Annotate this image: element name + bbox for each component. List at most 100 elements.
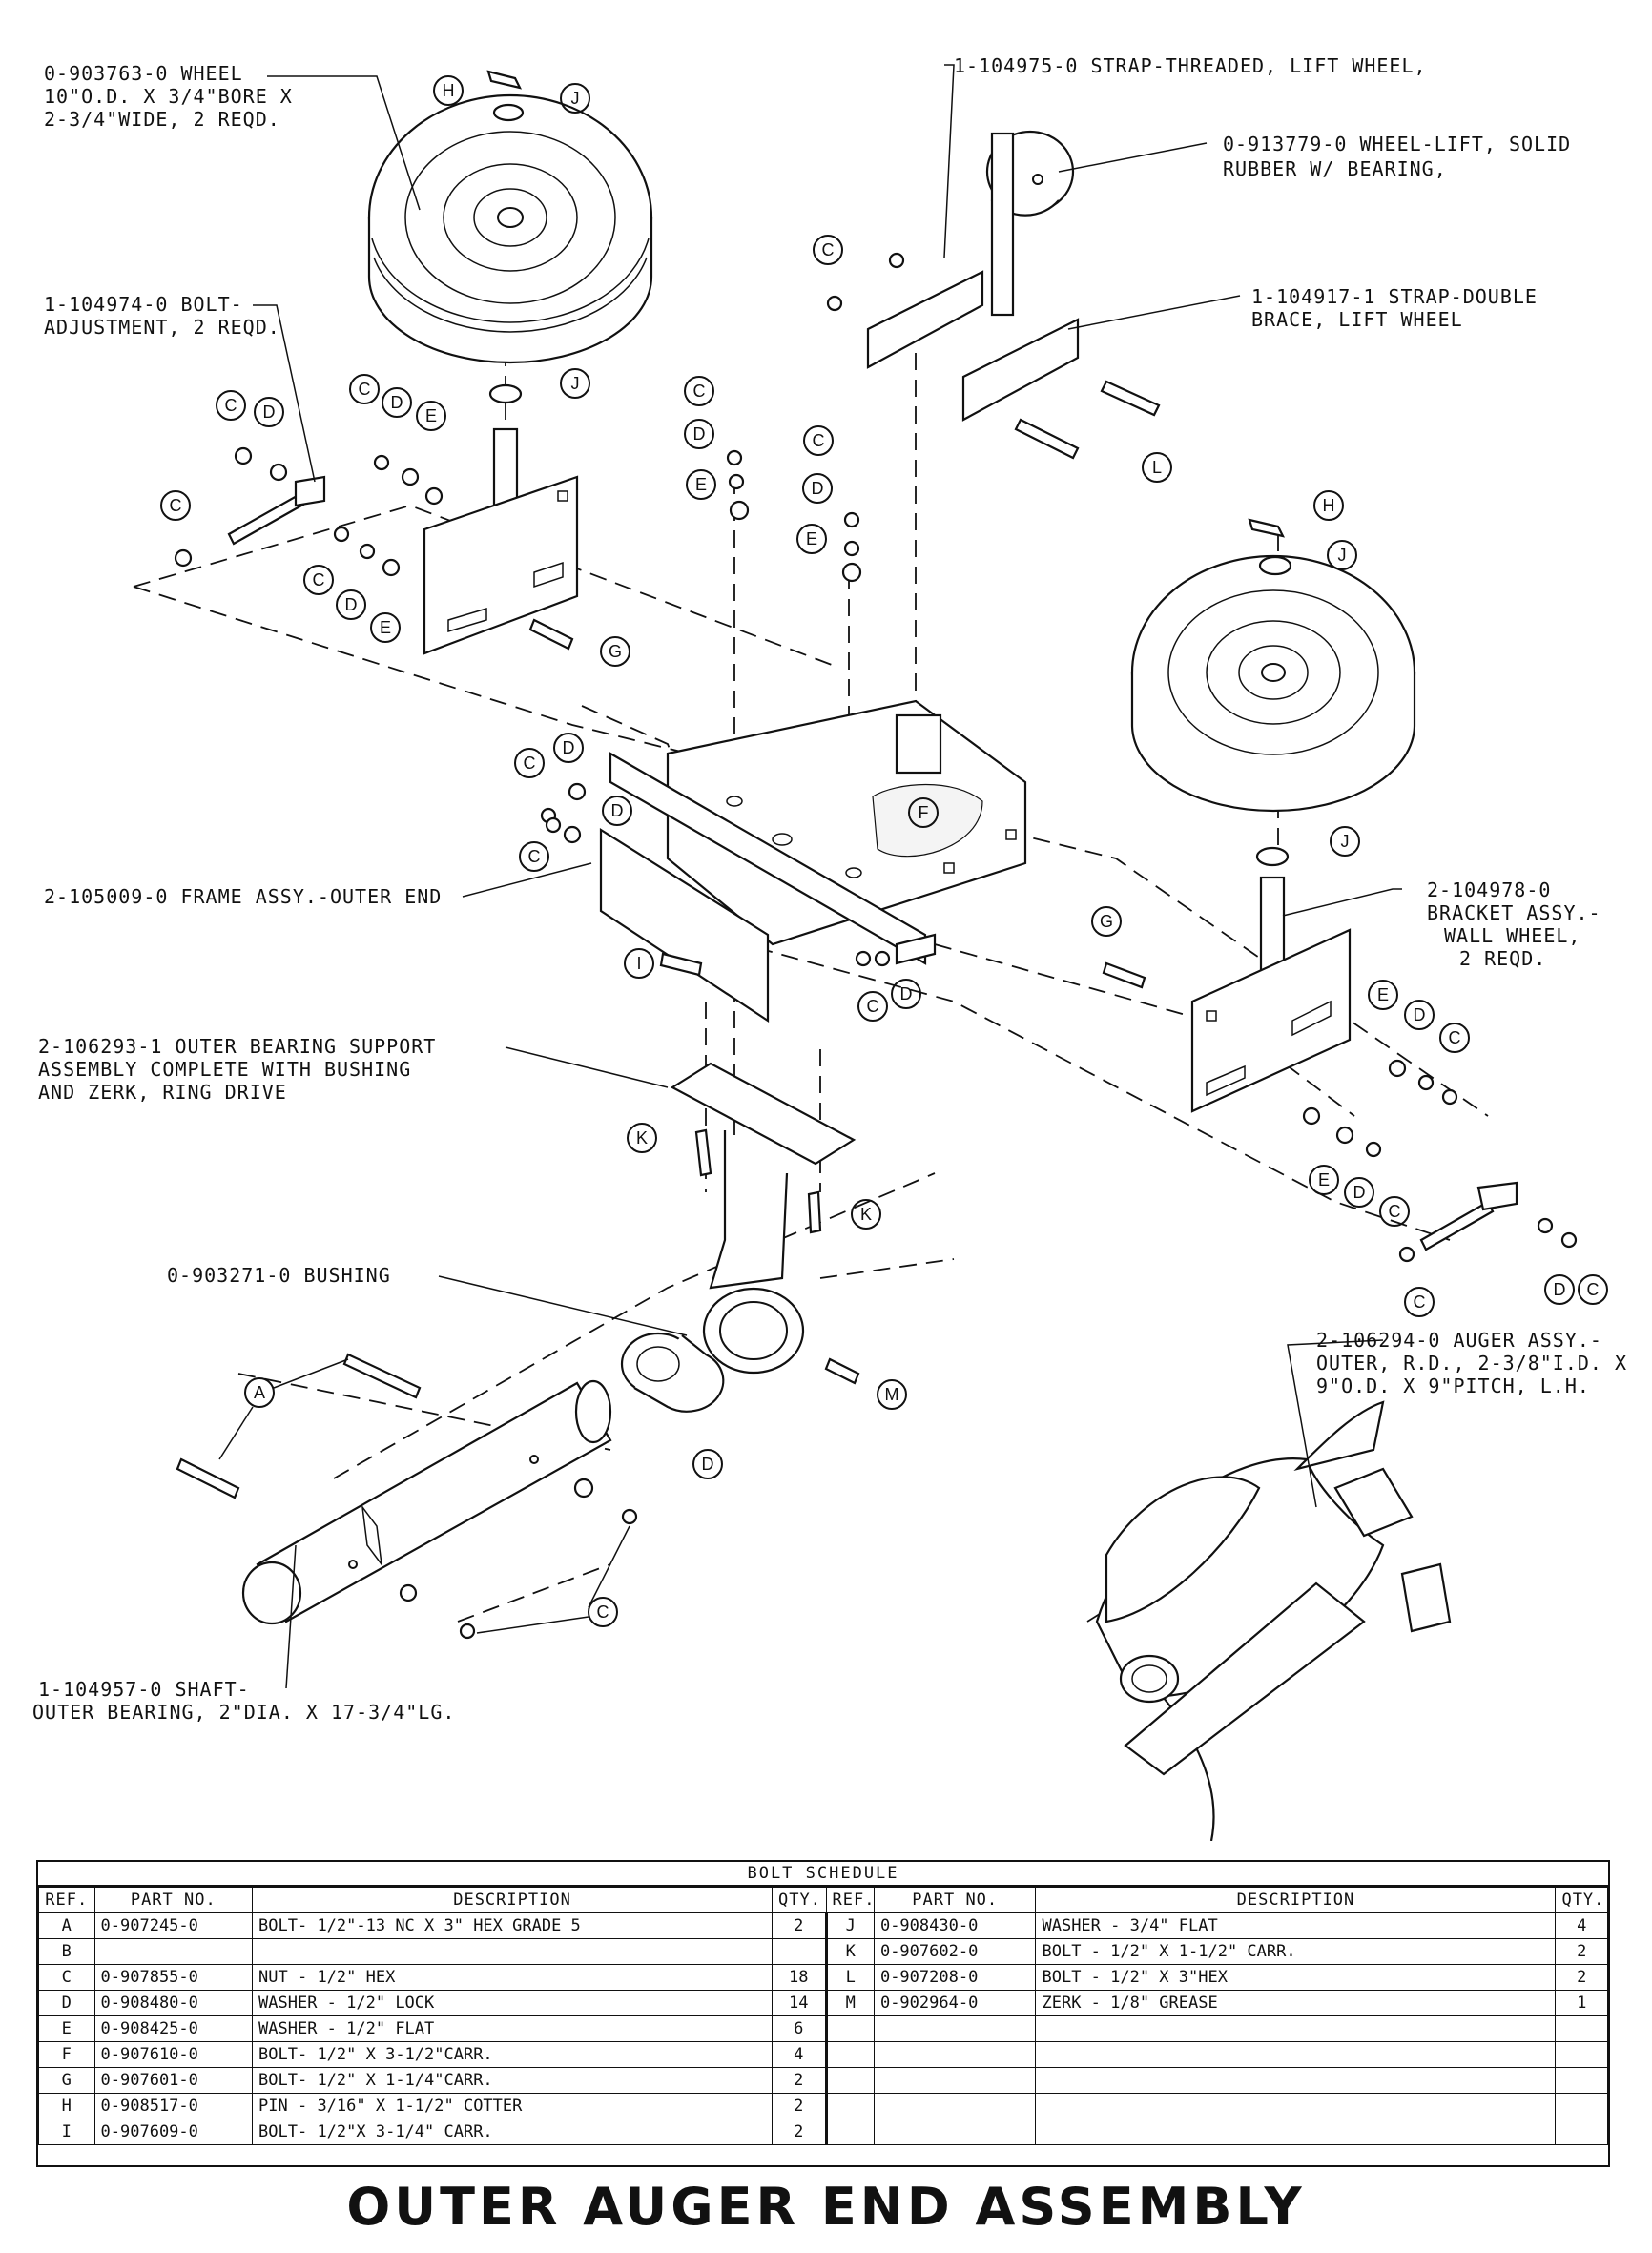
callout-c-1: C [813,235,843,265]
svg-text:E: E [1318,1170,1330,1189]
hardware-top [486,70,1292,867]
svg-text:C: C [1389,1202,1401,1221]
label-frame: 2-105009-0 FRAME ASSY.-OUTER END [44,885,442,908]
svg-text:M: M [885,1385,899,1404]
svg-text:E: E [695,475,707,494]
callout-d-1: D [254,397,284,427]
svg-text:G: G [1100,912,1113,931]
cell-ref: J [824,1912,875,1939]
cell-desc [1035,2093,1557,2119]
svg-text:C: C [597,1602,609,1622]
svg-text:C: C [170,496,182,515]
cell-ref: M [824,1990,875,2016]
cell-ref: C [38,1964,95,1991]
callout-c-15: C [588,1597,618,1627]
callout-c-6: C [684,376,714,406]
svg-text:C: C [822,240,835,259]
cell-desc: BOLT - 1/2" X 3"HEX [1035,1964,1557,1991]
cell-part: 0-907245-0 [93,1912,254,1939]
svg-text:L: L [1152,458,1162,477]
cell-part: 0-907855-0 [93,1964,254,1991]
cell-part [93,1938,254,1965]
svg-text:D: D [263,403,276,422]
cell-part: 0-902964-0 [873,1990,1037,2016]
cell-ref: E [38,2015,95,2042]
header-ref: REF. [38,1887,95,1913]
svg-text:D: D [563,738,575,757]
cell-ref [824,2119,875,2145]
cell-ref [824,2041,875,2068]
cell-ref: I [38,2119,95,2145]
cell-ref: B [38,1938,95,1965]
callout-g-2: G [1091,906,1122,937]
cell-qty [1555,2041,1608,2068]
callout-d-4: D [684,419,714,449]
callout-l: L [1142,452,1172,483]
callout-h-top: H [433,75,464,106]
cell-ref: F [38,2041,95,2068]
cell-qty: 2 [772,2119,827,2145]
callout-c-14: C [1578,1274,1608,1305]
bolt-schedule-table: BOLT SCHEDULE REF. PART NO. DESCRIPTION … [36,1860,1610,2167]
callout-a: A [244,1377,275,1408]
callout-c-7: C [803,425,834,456]
svg-text:C: C [1414,1292,1426,1312]
cell-ref [824,2093,875,2119]
cell-desc [1035,2119,1557,2145]
svg-text:C: C [693,382,706,401]
bolts [174,252,1578,1640]
cell-desc [1035,2067,1557,2094]
header-ref: REF. [825,1887,875,1913]
label-bolt-adjustment: 1-104974-0 BOLT-ADJUSTMENT, 2 REQD. [44,293,280,339]
svg-text:D: D [693,424,706,444]
cell-desc: BOLT- 1/2" X 1-1/4"CARR. [252,2067,773,2094]
svg-text:C: C [225,396,237,415]
cell-ref: K [824,1938,875,1965]
cell-part: 0-908425-0 [93,2015,254,2042]
cell-qty: 14 [772,1990,827,2016]
callout-a-leaders [218,1358,630,1634]
leader-lines [253,64,1402,1689]
bolt-schedule-title: BOLT SCHEDULE [38,1862,1608,1887]
cell-desc [1035,2041,1557,2068]
callout-d-2: D [382,387,412,418]
cell-ref: G [38,2067,95,2094]
svg-text:D: D [1414,1005,1426,1024]
auger [1095,1400,1452,1841]
cell-qty: 2 [772,2067,827,2094]
callout-d-9: D [1404,1000,1435,1030]
callout-c-10: C [857,991,888,1022]
cell-ref: D [38,1990,95,2016]
svg-text:C: C [524,754,536,773]
callout-d-8: D [891,979,921,1009]
wheel-top-left [367,93,653,364]
svg-text:H: H [1323,496,1335,515]
cell-part: 0-908480-0 [93,1990,254,2016]
cell-qty: 4 [772,2041,827,2068]
callout-d-6: D [553,733,584,763]
callout-f: F [908,797,939,828]
callout-e-2: E [370,612,401,643]
cell-ref [824,2067,875,2094]
svg-text:J: J [571,374,580,393]
svg-text:J: J [571,89,580,108]
cell-qty: 6 [772,2015,827,2042]
label-shaft: 1-104957-0 SHAFT-OUTER BEARING, 2"DIA. X… [32,1678,455,1724]
callout-d-5: D [802,473,833,504]
outer-bearing-support [670,1062,857,1375]
cell-desc: BOLT - 1/2" X 1-1/2" CARR. [1035,1938,1557,1965]
cell-qty: 4 [1555,1912,1608,1939]
svg-text:C: C [1587,1280,1600,1299]
cell-part: 0-907602-0 [873,1938,1037,1965]
header-qty: QTY. [772,1887,827,1913]
callout-k-1: K [627,1123,657,1153]
svg-text:D: D [611,801,624,820]
